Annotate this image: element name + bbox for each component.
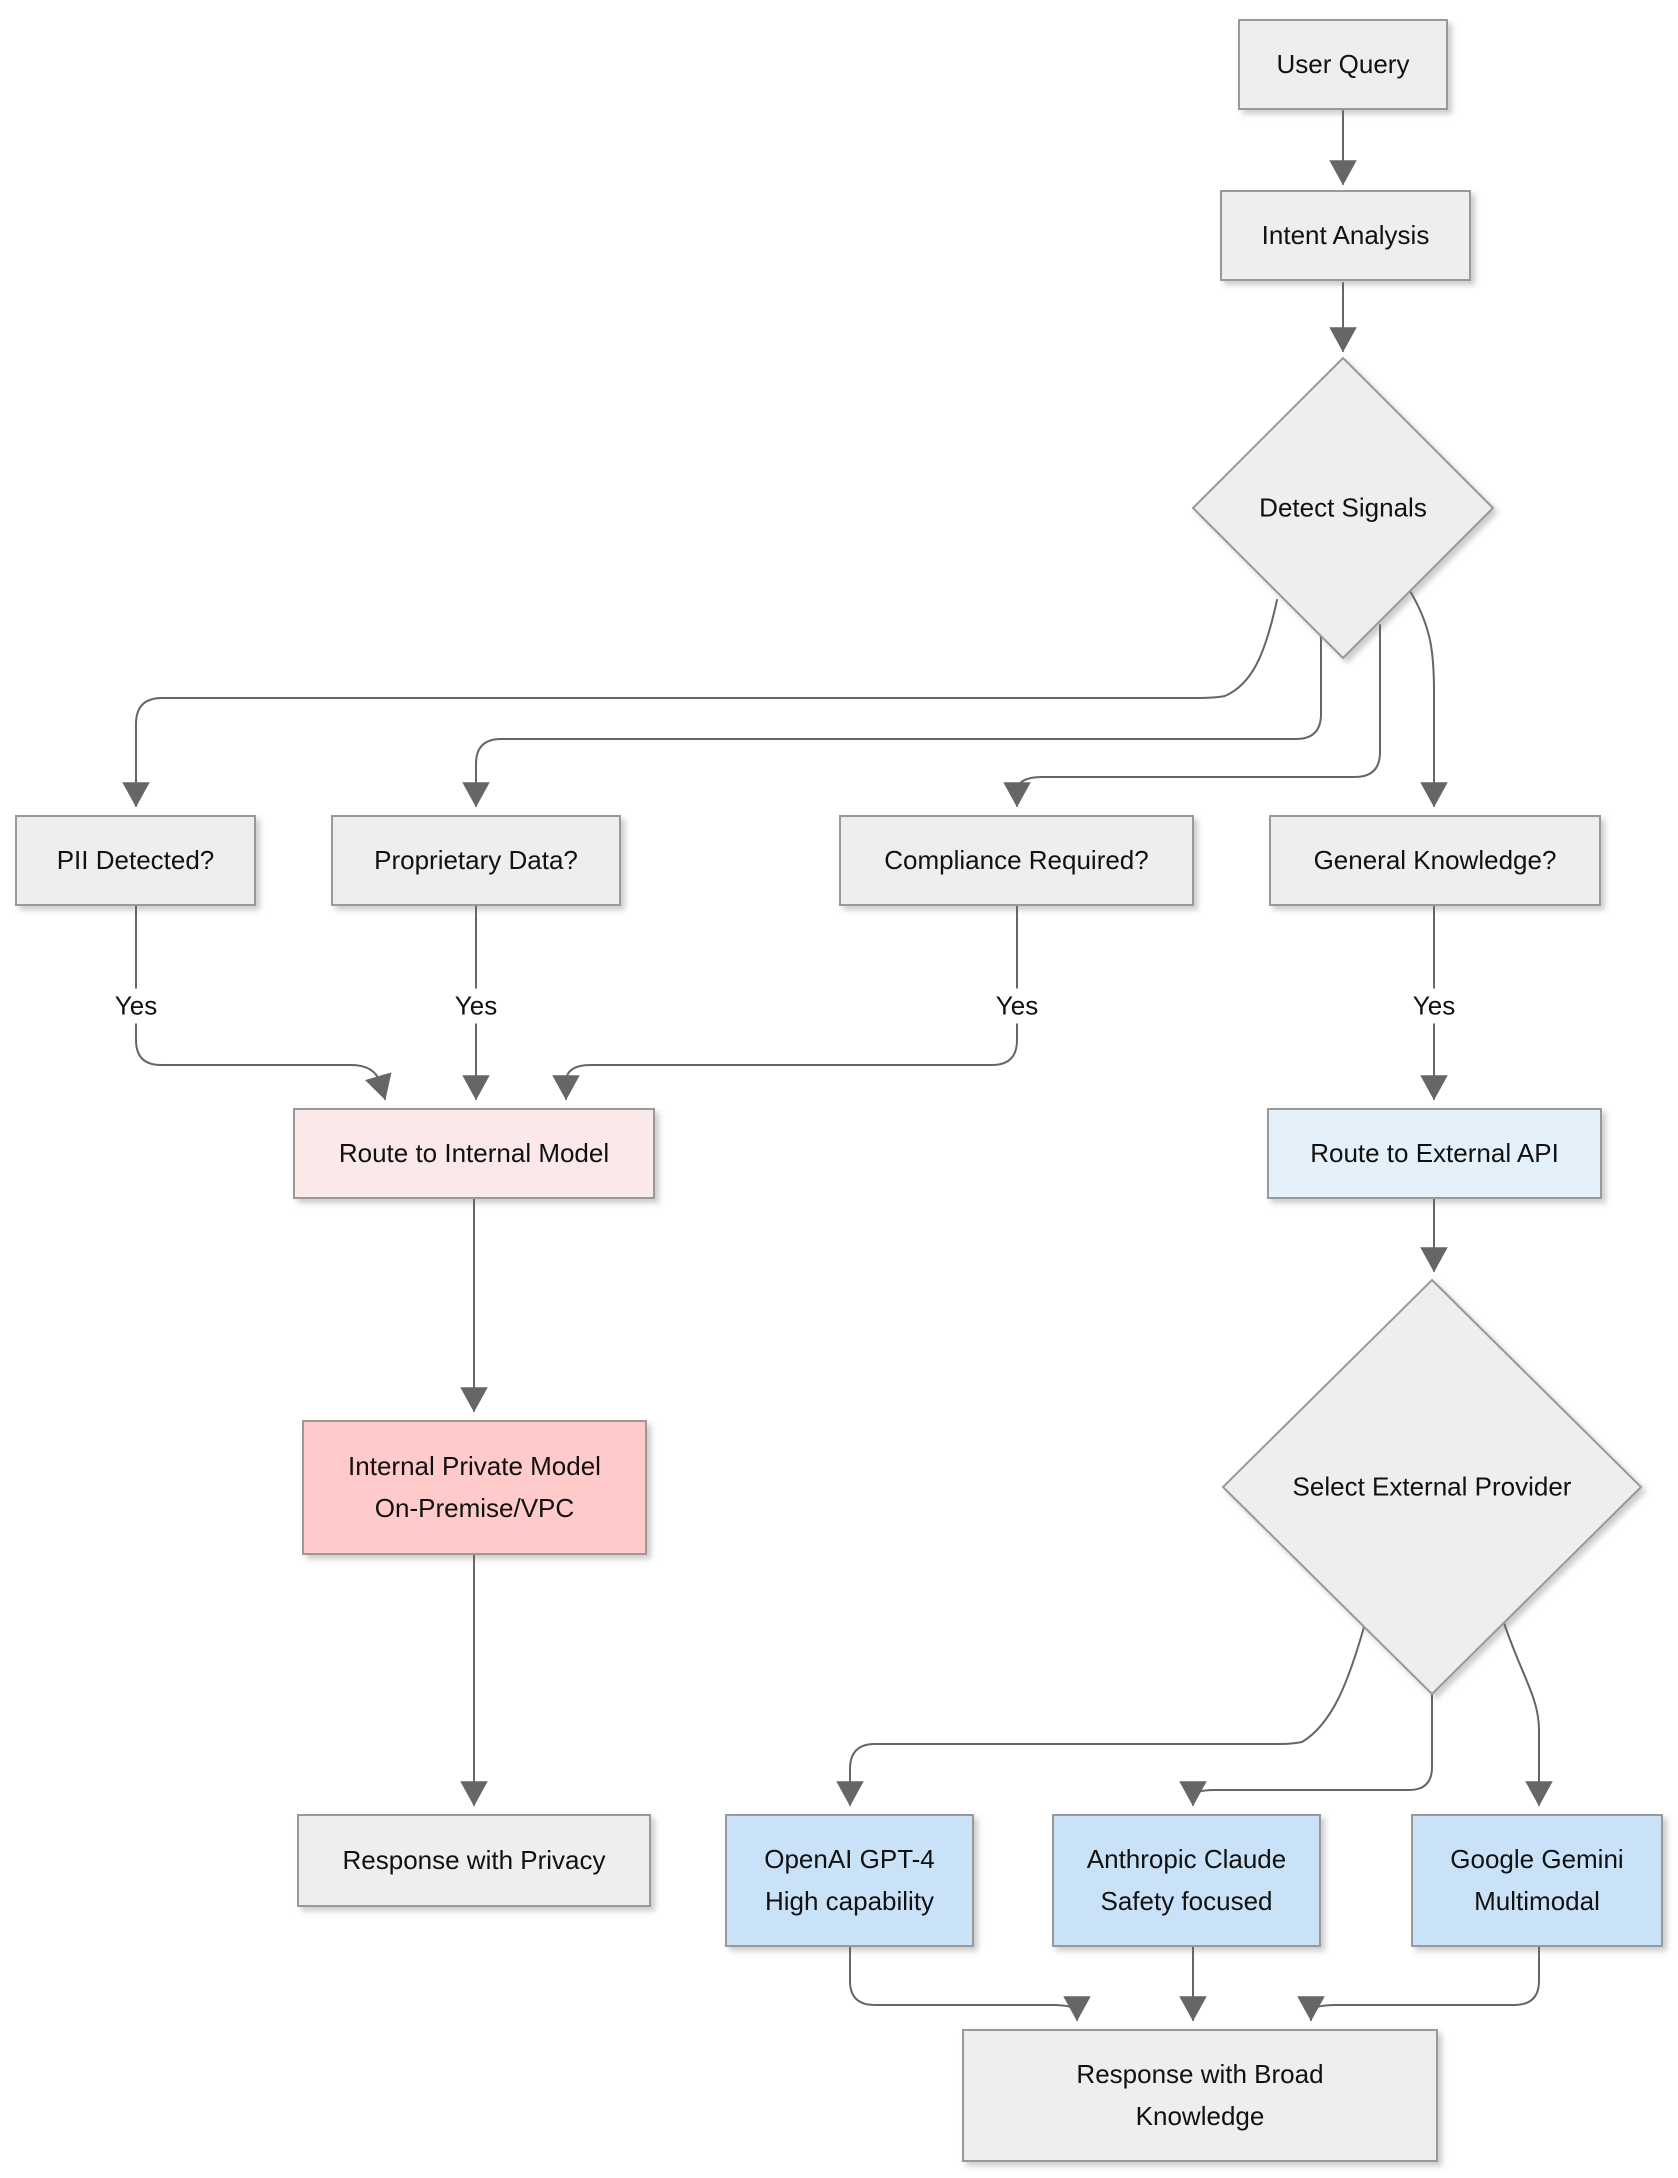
edge-label-yes-proprietary: Yes	[446, 988, 506, 1024]
edge-select-provider-to-google	[1503, 1622, 1553, 1807]
node-anthropic-claude: Anthropic Claude Safety focused	[1052, 1814, 1321, 1947]
node-openai-gpt4: OpenAI GPT-4 High capability	[725, 1814, 974, 1947]
node-pii-detected: PII Detected?	[15, 815, 256, 906]
node-response-with-privacy: Response with Privacy	[297, 1814, 651, 1907]
node-label: General Knowledge?	[1313, 844, 1557, 875]
edge-google-to-broad-response	[1297, 1946, 1540, 2022]
edge-openai-to-broad-response	[849, 1946, 1091, 2022]
node-label-line2: Safety focused	[1100, 1885, 1273, 1916]
decision-diamond-select-provider	[1221, 1278, 1643, 1696]
node-label: Compliance Required?	[884, 844, 1149, 875]
edge-select-provider-to-anthropic	[1179, 1693, 1433, 1807]
node-general-knowledge: General Knowledge?	[1269, 815, 1601, 906]
node-label: Intent Analysis	[1261, 219, 1430, 250]
node-user-query: User Query	[1238, 19, 1448, 110]
edge-detect-to-general	[1409, 590, 1448, 808]
node-label-line2: High capability	[764, 1885, 935, 1916]
node-label: User Query	[1276, 48, 1410, 79]
node-label-line2: On-Premise/VPC	[374, 1492, 575, 1523]
node-route-internal-model: Route to Internal Model	[293, 1108, 655, 1199]
node-label-line2: Multimodal	[1474, 1885, 1600, 1916]
edge-label-yes-pii: Yes	[106, 988, 166, 1024]
node-proprietary-data: Proprietary Data?	[331, 815, 621, 906]
node-label-line1: Anthropic Claude	[1086, 1843, 1287, 1874]
node-internal-private-model: Internal Private Model On-Premise/VPC	[302, 1420, 647, 1555]
edge-label-yes-compliance: Yes	[987, 988, 1047, 1024]
node-label: Proprietary Data?	[374, 844, 578, 875]
edge-pii-yes-to-route-internal	[135, 904, 392, 1101]
edge-detect-to-compliance	[1003, 624, 1381, 808]
node-label-line1: OpenAI GPT-4	[764, 1843, 935, 1874]
node-label-line1: Google Gemini	[1450, 1843, 1624, 1874]
decision-diamond-detect-signals	[1191, 356, 1495, 660]
node-compliance-required: Compliance Required?	[839, 815, 1194, 906]
node-label: Route to External API	[1310, 1137, 1559, 1168]
decision-label-select-provider: Select External Provider	[1292, 1471, 1572, 1502]
node-route-external-api: Route to External API	[1267, 1108, 1602, 1199]
node-google-gemini: Google Gemini Multimodal	[1411, 1814, 1663, 1947]
edge-compliance-yes-to-route-internal	[552, 904, 1018, 1101]
node-label-line1: Internal Private Model	[348, 1450, 601, 1481]
edge-detect-to-proprietary	[462, 635, 1322, 808]
decision-label-detect-signals: Detect Signals	[1259, 492, 1427, 523]
node-response-broad-knowledge: Response with Broad Knowledge	[962, 2029, 1438, 2162]
node-label: Route to Internal Model	[338, 1137, 610, 1168]
edge-label-yes-general: Yes	[1404, 988, 1464, 1024]
edge-select-provider-to-openai	[836, 1626, 1365, 1807]
node-intent-analysis: Intent Analysis	[1220, 190, 1471, 281]
node-label: PII Detected?	[56, 844, 215, 875]
node-label: Response with Privacy	[342, 1844, 606, 1875]
node-label-line2: Knowledge	[1135, 2100, 1265, 2131]
node-label-line1: Response with Broad	[1076, 2058, 1324, 2089]
edge-detect-to-pii	[122, 599, 1278, 808]
